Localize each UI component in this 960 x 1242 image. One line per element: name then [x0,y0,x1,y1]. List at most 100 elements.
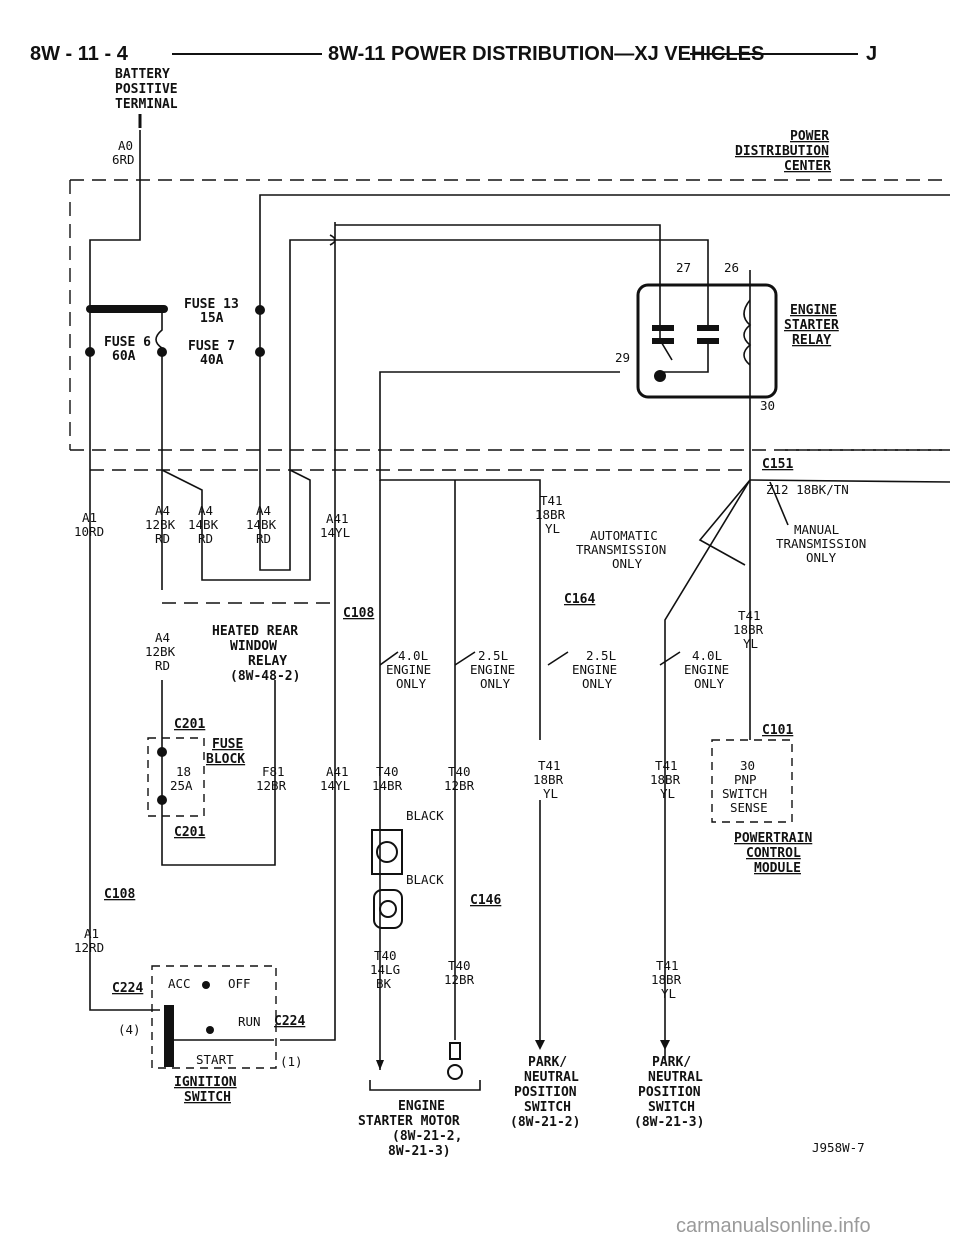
eng40-note-a: 4.0L ENGINE ONLY [386,648,431,691]
svg-text:F81: F81 [262,764,285,779]
svg-text:14BK: 14BK [246,517,277,532]
svg-text:6RD: 6RD [112,152,135,167]
svg-text:(4): (4) [118,1022,141,1037]
ignition-positions: ACC OFF RUN START (4) (1) [118,976,303,1069]
svg-text:18BR: 18BR [533,772,564,787]
figure-id: J958W-7 [812,1140,865,1155]
a4-mid-label: A4 12BK RD [145,630,176,673]
starter-relay-box [636,283,778,399]
svg-text:ACC: ACC [168,976,191,991]
svg-text:YL: YL [660,786,675,801]
svg-text:WINDOW: WINDOW [230,639,277,654]
svg-text:PNP: PNP [734,772,757,787]
fuse6-label: FUSE 6 60A [104,335,151,364]
starter-motor-label: ENGINE STARTER MOTOR (8W-21-2, 8W-21-3) [358,1099,462,1159]
fuse-block-box [147,737,205,817]
z12-label: Z12 18BK/TN [766,482,849,497]
watermark: carmanualsonline.info [676,1215,871,1237]
svg-text:HEATED REAR: HEATED REAR [212,624,298,639]
heated-rear-window-relay-label: HEATED REAR WINDOW RELAY (8W-48-2) [212,624,300,684]
svg-text:SWITCH: SWITCH [648,1100,695,1115]
svg-text:A41: A41 [326,511,349,526]
svg-text:4.0L: 4.0L [398,648,428,663]
a1-top-label: A1 10RD [74,510,104,539]
svg-text:ONLY: ONLY [694,676,725,691]
svg-text:PARK/: PARK/ [652,1055,691,1070]
wire-bus-top [259,194,950,300]
svg-text:POSITION: POSITION [638,1085,701,1100]
svg-text:ENGINE: ENGINE [398,1099,445,1114]
svg-text:A4: A4 [155,503,170,518]
svg-text:SWITCH: SWITCH [722,786,767,801]
wire-t41-manual [664,479,751,1060]
svg-text:STARTER: STARTER [784,318,839,333]
c201-top-label: C201 [174,717,205,732]
svg-text:29: 29 [615,350,630,365]
svg-text:18: 18 [176,764,191,779]
svg-text:FUSE 13: FUSE 13 [184,297,239,312]
svg-text:ENGINE: ENGINE [684,662,729,677]
svg-text:RELAY: RELAY [248,654,287,669]
black-label-2: BLACK [406,872,444,887]
svg-text:27: 27 [676,260,691,275]
svg-text:(8W-21-3): (8W-21-3) [634,1115,704,1130]
c101-label: C101 [762,723,793,738]
black-connector-icon [371,829,403,929]
svg-text:2.5L: 2.5L [478,648,508,663]
svg-text:25A: 25A [170,778,193,793]
t41-mid1-label: T41 18BR YL [533,758,564,801]
pcm-label: POWERTRAIN CONTROL MODULE [734,831,812,876]
fuse13-label: FUSE 13 15A [184,297,239,326]
page-title: 8W-11 POWER DISTRIBUTION—XJ VEHICLES [328,43,764,65]
wire-relay-29 [379,371,620,470]
pdc-label: POWER DISTRIBUTION CENTER [735,129,831,174]
wire-t41-auto [379,470,541,740]
starter-relay-label: ENGINE STARTER RELAY [784,303,839,348]
svg-text:BATTERY: BATTERY [115,67,170,82]
svg-text:A1: A1 [82,510,97,525]
svg-text:T41: T41 [655,758,678,773]
svg-text:YL: YL [661,986,676,1001]
c224-left-label: C224 [112,981,143,996]
svg-text:RD: RD [155,658,170,673]
svg-text:14BK: 14BK [188,517,219,532]
wire-f81 [161,680,276,866]
c201-bot-label: C201 [174,825,205,840]
svg-text:ENGINE: ENGINE [572,662,617,677]
svg-text:CONTROL: CONTROL [746,846,801,861]
c108-upper-label: C108 [343,606,374,621]
auto-trans-note: AUTOMATIC TRANSMISSION ONLY [576,528,666,571]
fuse-block-label: FUSE BLOCK [206,737,245,767]
eng25-note-b: 2.5L ENGINE ONLY [572,648,617,691]
f81-label: F81 12BR [256,764,287,793]
svg-text:12RD: 12RD [74,940,104,955]
svg-text:POWERTRAIN: POWERTRAIN [734,831,812,846]
svg-text:SWITCH: SWITCH [184,1090,231,1105]
c164-label: C164 [564,592,595,607]
svg-text:18BR: 18BR [651,972,682,987]
svg-text:14LG: 14LG [370,962,400,977]
t41-mid2-label: T41 18BR YL [650,758,681,801]
svg-text:T40: T40 [376,764,399,779]
svg-text:NEUTRAL: NEUTRAL [648,1070,703,1085]
c146-label: C146 [470,893,501,908]
svg-text:YL: YL [543,786,558,801]
svg-text:MANUAL: MANUAL [794,522,839,537]
svg-text:BLOCK: BLOCK [206,752,245,767]
wire-bus-3 [329,224,661,270]
svg-text:ONLY: ONLY [480,676,511,691]
ignition-switch-box [151,965,277,1069]
t41-bot-label: T41 18BR YL [651,958,682,1001]
svg-text:MODULE: MODULE [754,861,801,876]
svg-text:ONLY: ONLY [612,556,643,571]
ignition-switch-label: IGNITION SWITCH [174,1075,237,1105]
c151-label: C151 [762,457,793,472]
svg-text:A4: A4 [155,630,170,645]
svg-text:(1): (1) [280,1054,303,1069]
svg-text:30: 30 [740,758,755,773]
page-number: 8W - 11 - 4 [30,43,129,65]
svg-text:SENSE: SENSE [730,800,768,815]
svg-text:T41: T41 [538,758,561,773]
svg-text:FUSE: FUSE [212,737,243,752]
svg-text:ENGINE: ENGINE [470,662,515,677]
